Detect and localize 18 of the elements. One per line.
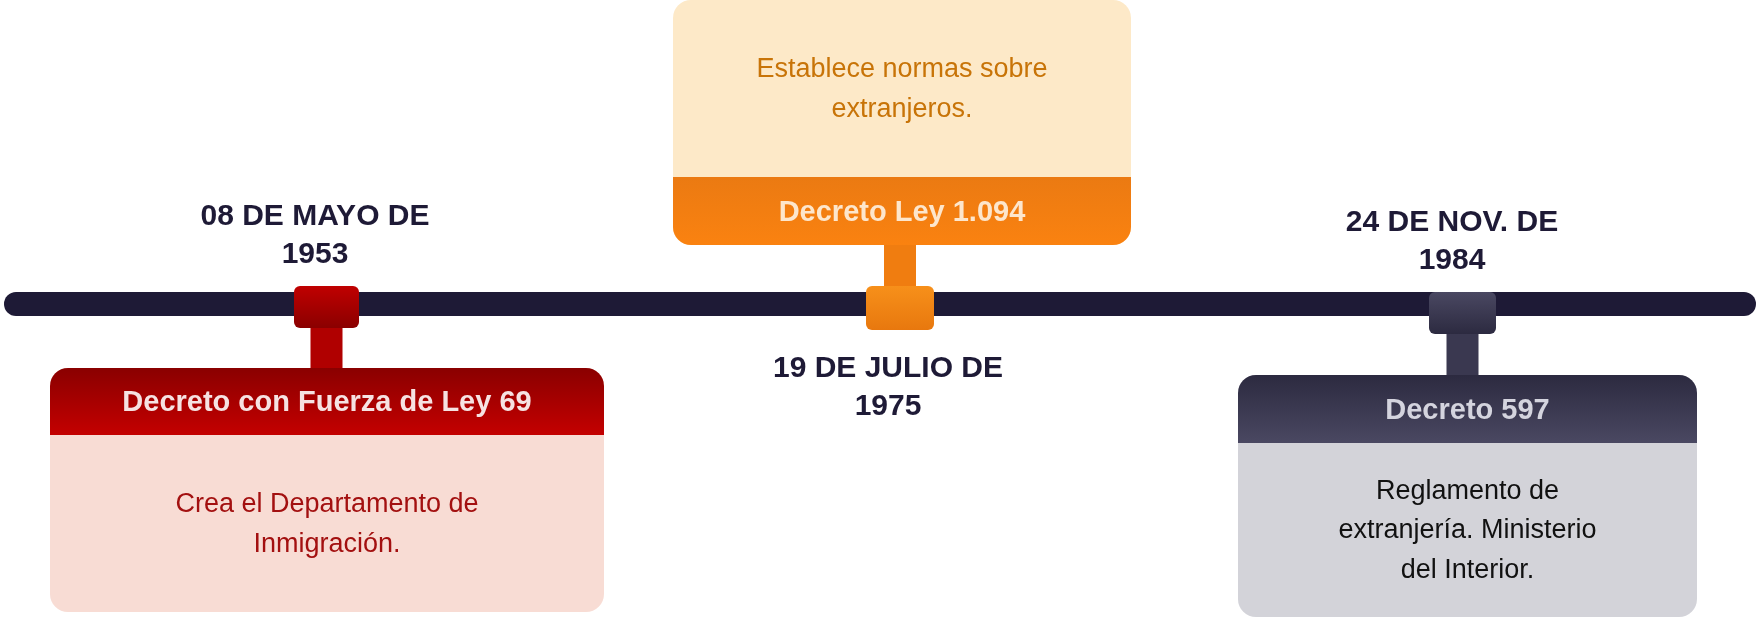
connector-stem bbox=[1446, 334, 1479, 375]
card-title: Decreto con Fuerza de Ley 69 bbox=[50, 368, 604, 435]
card-text: Crea el Departamento de Inmigración. bbox=[174, 487, 480, 560]
event-card bbox=[50, 368, 604, 612]
card-title: Decreto 597 bbox=[1238, 375, 1697, 443]
connector-stem bbox=[884, 245, 916, 286]
date-label: 24 DE NOV. DE 1984 bbox=[1344, 203, 1560, 277]
event-card bbox=[673, 0, 1131, 245]
timeline-marker bbox=[1429, 292, 1496, 334]
card-title: Decreto Ley 1.094 bbox=[673, 177, 1131, 245]
timeline-marker bbox=[866, 286, 934, 330]
connector-stem bbox=[310, 328, 343, 368]
date-label: 08 DE MAYO DE 1953 bbox=[199, 197, 431, 271]
event-card bbox=[1238, 375, 1697, 617]
card-text: Reglamento de extranjería. Ministerio del Interior. bbox=[1337, 474, 1598, 586]
date-label: 19 DE JULIO DE 1975 bbox=[771, 349, 1005, 423]
card-text: Establece normas sobre extranjeros. bbox=[755, 52, 1049, 125]
timeline-marker bbox=[294, 286, 359, 328]
